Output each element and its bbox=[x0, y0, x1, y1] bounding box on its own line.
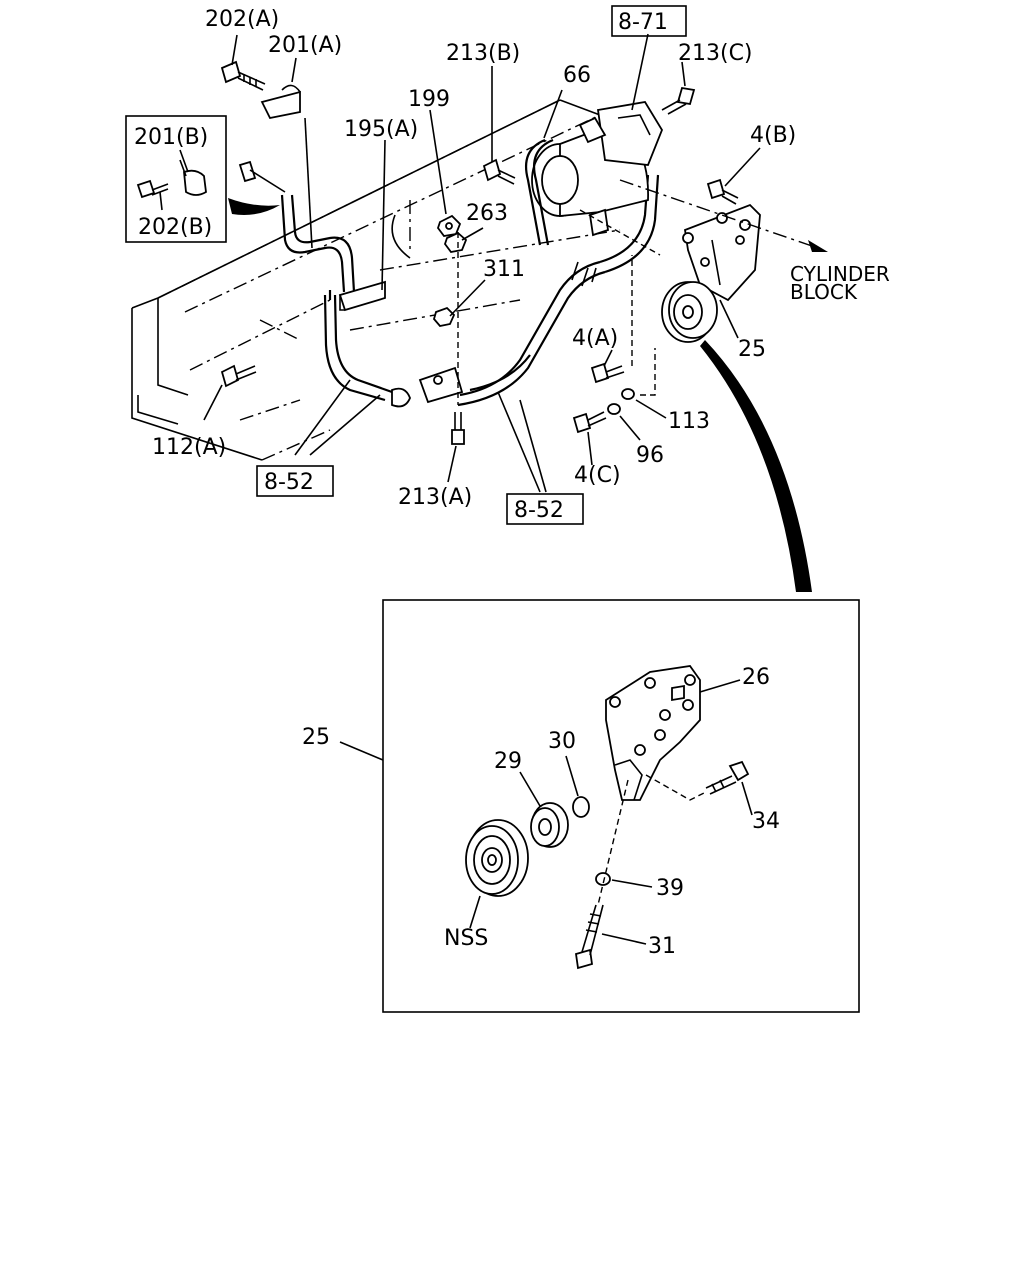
bolt-4c bbox=[572, 411, 607, 434]
label-nss: NSS bbox=[444, 926, 488, 951]
label-113: 113 bbox=[668, 409, 710, 434]
leader-31 bbox=[601, 933, 647, 945]
label-4b: 4(B) bbox=[750, 123, 796, 148]
label-311: 311 bbox=[483, 257, 525, 282]
leader-lines-upper bbox=[159, 33, 761, 493]
bolt-202a bbox=[220, 60, 266, 91]
label-8-52-right: 8-52 bbox=[514, 498, 564, 523]
label-112a: 112(A) bbox=[152, 435, 226, 460]
bolt-112a bbox=[220, 364, 257, 388]
label-4a: 4(A) bbox=[572, 326, 618, 351]
bolt-4a bbox=[590, 362, 625, 384]
pipe-bracket-213a bbox=[391, 366, 464, 408]
washer-113 bbox=[621, 388, 635, 400]
label-201b: 201(B) bbox=[134, 125, 208, 150]
bolt-34 bbox=[705, 760, 750, 795]
label-31: 31 bbox=[648, 934, 676, 959]
chassis-frame bbox=[131, 99, 621, 461]
bracket-26 bbox=[605, 665, 701, 801]
label-26: 26 bbox=[742, 665, 770, 690]
bolt-213b bbox=[482, 158, 516, 185]
leader-26 bbox=[699, 679, 741, 693]
bearing-29 bbox=[530, 802, 569, 848]
label-25-detail: 25 bbox=[302, 725, 330, 750]
label-cylinder: CYLINDER bbox=[790, 262, 890, 286]
label-213a: 213(A) bbox=[398, 485, 472, 510]
label-195a: 195(A) bbox=[344, 117, 418, 142]
spacer-30 bbox=[572, 796, 590, 818]
pipe-clamp-201a bbox=[260, 84, 301, 120]
label-96: 96 bbox=[636, 443, 664, 468]
pulley-nss bbox=[465, 819, 529, 897]
inset-201b-202b bbox=[125, 115, 227, 243]
label-202a: 202(A) bbox=[205, 7, 279, 32]
refrigerant-pipes bbox=[280, 174, 660, 407]
bolt-213a bbox=[451, 412, 465, 445]
label-30: 30 bbox=[548, 729, 576, 754]
label-39: 39 bbox=[656, 876, 684, 901]
leader-25-detail bbox=[339, 741, 384, 761]
label-4c: 4(C) bbox=[574, 463, 621, 488]
label-34: 34 bbox=[752, 809, 780, 834]
upper-assembly bbox=[125, 5, 828, 592]
label-8-52-left: 8-52 bbox=[264, 470, 314, 495]
detail-box bbox=[382, 599, 860, 1013]
labels: 202(A) 201(A) 201(B) 202(B) 199 195(A) 2… bbox=[134, 7, 890, 959]
leader-30 bbox=[565, 755, 579, 797]
pipe-fitting-arrow bbox=[228, 160, 286, 215]
leader-34 bbox=[741, 781, 753, 816]
detail-pointer-arrow bbox=[700, 340, 812, 592]
callout-box-8-52-right bbox=[506, 493, 584, 525]
bolt-31 bbox=[574, 904, 604, 970]
callout-box-8-52-left bbox=[256, 465, 334, 497]
label-201a: 201(A) bbox=[268, 33, 342, 58]
detail-25 bbox=[339, 599, 860, 1013]
leader-34-dashed bbox=[645, 774, 707, 801]
label-213b: 213(B) bbox=[446, 41, 520, 66]
label-29: 29 bbox=[494, 749, 522, 774]
compressor-bracket bbox=[682, 203, 761, 302]
nut-311 bbox=[433, 306, 456, 327]
nut-199 bbox=[436, 214, 462, 237]
callout-box-8-71 bbox=[611, 5, 687, 37]
label-263: 263 bbox=[466, 201, 508, 226]
label-25-top: 25 bbox=[738, 337, 766, 362]
label-202b: 202(B) bbox=[138, 215, 212, 240]
leader-29 bbox=[519, 771, 541, 807]
cylinder-block-arrow bbox=[619, 179, 828, 252]
label-199: 199 bbox=[408, 87, 450, 112]
leader-nss bbox=[469, 895, 481, 929]
washer-96 bbox=[607, 403, 621, 415]
label-66: 66 bbox=[563, 63, 591, 88]
pipe-clamp-195a bbox=[338, 280, 386, 312]
axis-31-dashed bbox=[597, 779, 629, 906]
bolt-213c bbox=[661, 86, 696, 115]
ac-compressor bbox=[524, 101, 664, 246]
idler-pulley bbox=[661, 281, 718, 343]
washer-39 bbox=[595, 872, 611, 886]
bolt-4b bbox=[706, 178, 739, 205]
label-8-71: 8-71 bbox=[618, 10, 668, 35]
label-block: BLOCK bbox=[790, 280, 858, 304]
label-213c: 213(C) bbox=[678, 41, 753, 66]
leader-39 bbox=[611, 879, 653, 888]
